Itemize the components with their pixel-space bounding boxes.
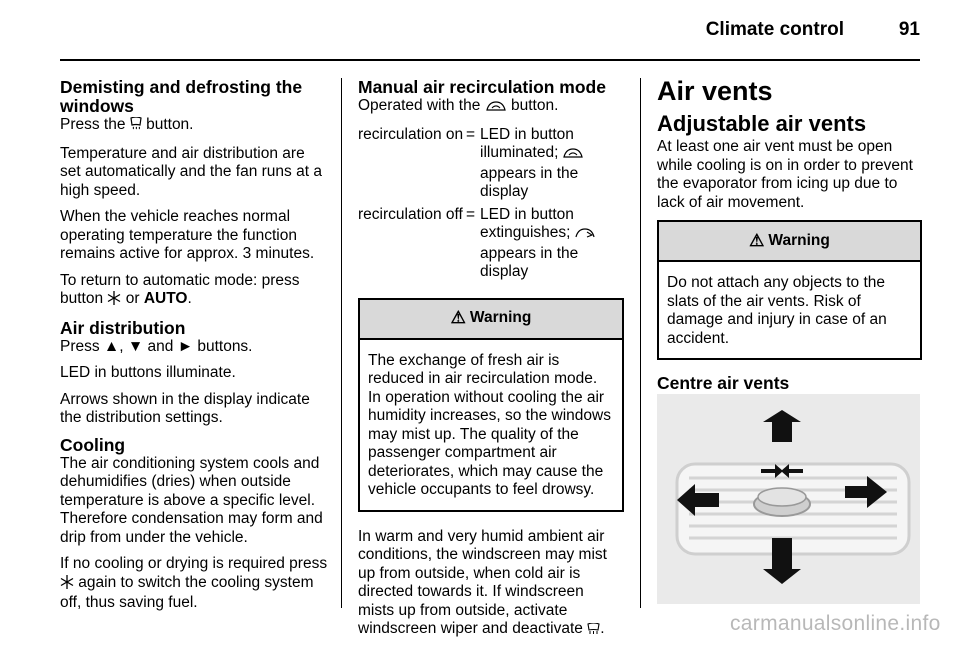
recirculation-on-icon bbox=[562, 146, 583, 165]
equals-sign: = bbox=[466, 125, 476, 143]
recirculation-heading: Manual air recirculation mode bbox=[358, 77, 606, 97]
warning-icon: ⚠ bbox=[749, 230, 765, 250]
recirculation-off-icon bbox=[575, 226, 595, 245]
warning-icon: ⚠ bbox=[450, 308, 466, 328]
desc-recirculation-on: LED in button illuminated; appears in th… bbox=[480, 126, 624, 202]
centre-air-vent-illustration bbox=[657, 394, 920, 604]
watermark: carmanualsonline.info bbox=[730, 612, 941, 635]
cooling-paragraph-1: The air conditioning system cools and de… bbox=[60, 454, 323, 546]
warning-box-vents: ⚠Warning Do not attach any objects to th… bbox=[657, 220, 922, 360]
column-divider-2 bbox=[640, 78, 641, 608]
column-1: Demisting and defrosting the windows Pre… bbox=[60, 78, 328, 621]
warning-text: The exchange of fresh air is reduced in … bbox=[368, 351, 611, 499]
warning-text: Do not attach any objects to the slats o… bbox=[667, 274, 887, 347]
recirculation-intro: Operated with the button. bbox=[358, 97, 624, 118]
warning-header: ⚠Warning bbox=[360, 299, 622, 340]
column-3: Air vents Adjustable air vents At least … bbox=[657, 76, 922, 393]
header-rule bbox=[60, 59, 920, 61]
desc-recirculation-off: LED in button extinguishes; appears in t… bbox=[480, 206, 624, 282]
demist-paragraph-2: Temperature and air distribution are set… bbox=[60, 144, 322, 199]
demist-paragraph-4: To return to automatic mode: press butto… bbox=[60, 272, 328, 311]
page-number: 91 bbox=[898, 19, 920, 40]
term-recirculation-on: recirculation on bbox=[358, 125, 464, 143]
centre-vents-heading: Centre air vents bbox=[657, 373, 790, 393]
recirculation-definition-table: recirculation on = LED in button illumin… bbox=[358, 126, 624, 282]
ac-fan-icon bbox=[587, 622, 600, 641]
column-divider-1 bbox=[341, 78, 342, 608]
recirculation-icon bbox=[485, 99, 507, 118]
warning-header: ⚠Warning bbox=[659, 222, 920, 262]
adjustable-vents-paragraph: At least one air vent must be open while… bbox=[657, 138, 913, 211]
windscreen-mist-paragraph: In warm and very humid ambient air condi… bbox=[358, 528, 624, 641]
cooling-heading: Cooling bbox=[60, 434, 126, 455]
demist-paragraph-3: When the vehicle reaches normal operatin… bbox=[60, 208, 315, 262]
term-recirculation-off: recirculation off bbox=[358, 205, 463, 223]
column-2: Manual air recirculation mode Operated w… bbox=[358, 78, 624, 649]
windscreen-defrost-icon bbox=[130, 116, 142, 137]
air-distribution-heading: Air distribution bbox=[60, 317, 186, 338]
ac-snowflake-icon bbox=[60, 574, 74, 595]
page-title: Climate control bbox=[705, 19, 844, 40]
demist-paragraph-1: Press the button. bbox=[60, 116, 328, 137]
adjustable-vents-heading: Adjustable air vents bbox=[657, 111, 867, 136]
air-vents-heading: Air vents bbox=[657, 76, 773, 106]
ac-snowflake-icon bbox=[107, 291, 121, 311]
demist-heading: Demisting and defrosting the windows bbox=[60, 77, 303, 116]
cooling-paragraph-2: If no cooling or drying is required pres… bbox=[60, 555, 328, 611]
equals-sign: = bbox=[466, 205, 476, 223]
warning-box-recirculation: ⚠Warning The exchange of fresh air is re… bbox=[358, 297, 624, 512]
air-distribution-paragraph-2: LED in buttons illuminate. bbox=[60, 364, 236, 381]
air-distribution-paragraph-1: Press ▲, ▼ and ► buttons. bbox=[60, 337, 253, 355]
air-distribution-paragraph-3: Arrows shown in the display indicate the… bbox=[60, 390, 310, 427]
